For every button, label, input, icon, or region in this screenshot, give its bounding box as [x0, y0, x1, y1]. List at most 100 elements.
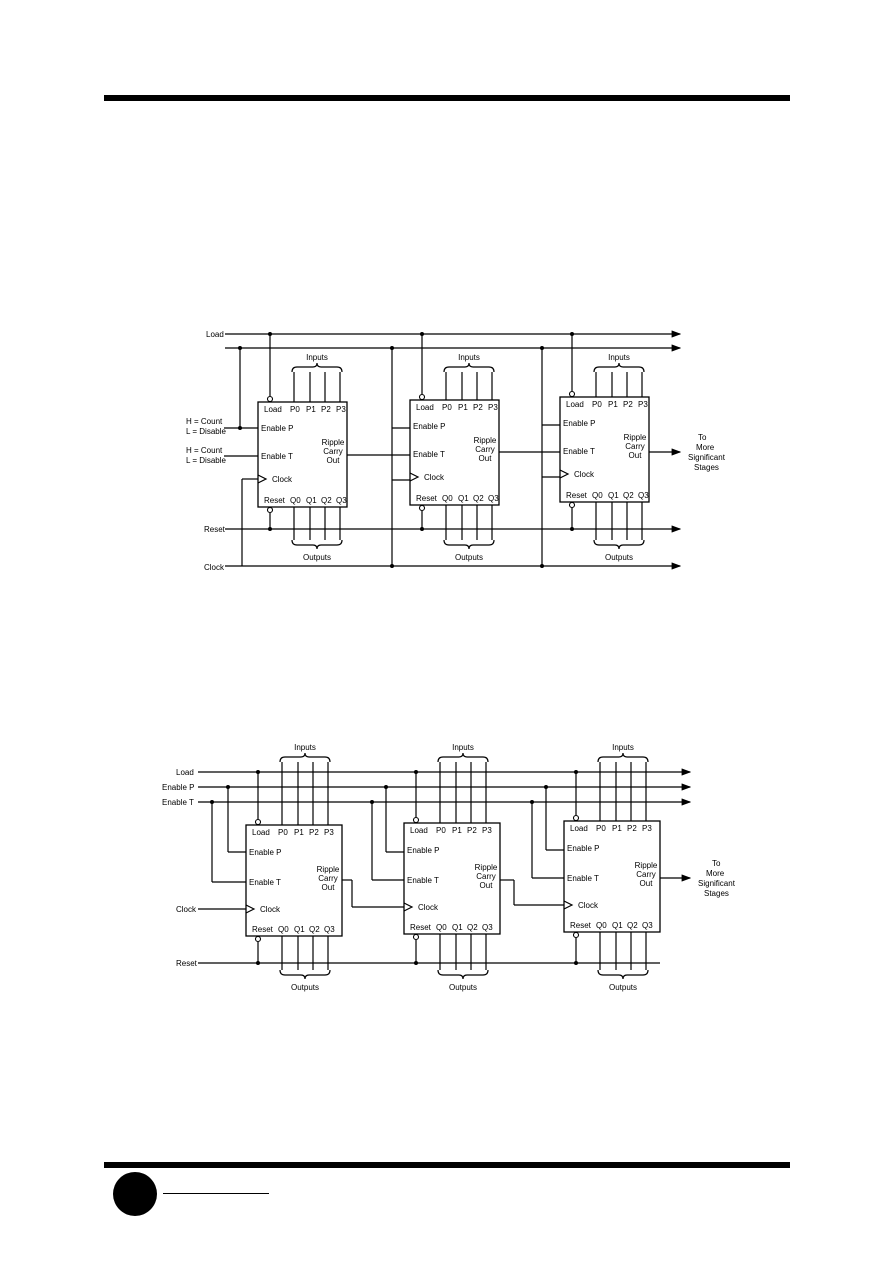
- outputs-brace: [291, 539, 343, 550]
- outputs-brace: [437, 969, 489, 980]
- pin-top-p3: P3: [642, 824, 652, 833]
- pin-top-p0: P0: [290, 405, 300, 414]
- pin-enable-p: Enable P: [413, 422, 445, 431]
- load-inversion-bubble: [572, 814, 580, 822]
- load-label: Load: [176, 768, 194, 777]
- junction-dot: [238, 346, 242, 350]
- pin-bottom-q3: Q3: [642, 921, 653, 930]
- header-rule: [104, 95, 790, 101]
- inputs-label: Inputs: [608, 353, 630, 362]
- pin-bottom-reset: Reset: [416, 494, 438, 503]
- inputs-label: Inputs: [458, 353, 480, 362]
- pin-top-p1: P1: [608, 400, 618, 409]
- carry-out-label: Out: [480, 881, 494, 890]
- reset-inversion-bubble: [568, 501, 576, 509]
- pin-bottom-reset: Reset: [252, 925, 274, 934]
- pin-bottom-q2: Q2: [467, 923, 478, 932]
- enable-p-note-1: H = Count: [186, 417, 223, 426]
- outputs-label: Outputs: [303, 553, 331, 562]
- pin-bottom-q3: Q3: [638, 491, 649, 500]
- to-more-3: Significant: [688, 453, 726, 462]
- inputs-brace: [597, 752, 649, 763]
- pin-clock: Clock: [272, 475, 293, 484]
- clock-edge-symbol: [403, 902, 414, 912]
- load-inversion-bubble: [568, 390, 576, 398]
- pin-bottom-q3: Q3: [482, 923, 493, 932]
- clock-edge-symbol: [245, 904, 256, 914]
- pin-top-p0: P0: [592, 400, 602, 409]
- inputs-brace: [593, 362, 645, 373]
- clock-edge-symbol: [563, 900, 574, 910]
- carry-out-label: Ripple: [317, 865, 340, 874]
- enable-p-note-2: L = Disable: [186, 427, 227, 436]
- pin-bottom-reset: Reset: [566, 491, 588, 500]
- pin-bottom-q3: Q3: [336, 496, 347, 505]
- pin-enable-p: Enable P: [407, 846, 439, 855]
- enable-t-note-1: H = Count: [186, 446, 223, 455]
- pin-top-p1: P1: [306, 405, 316, 414]
- pin-bottom-q1: Q1: [452, 923, 463, 932]
- load-inversion-bubble: [418, 393, 426, 401]
- carry-out-label: Out: [327, 456, 341, 465]
- pin-enable-t: Enable T: [413, 450, 445, 459]
- to-more-3: Significant: [698, 879, 736, 888]
- inputs-label: Inputs: [612, 743, 634, 752]
- pin-top-p2: P2: [627, 824, 637, 833]
- pin-top-p2: P2: [467, 826, 477, 835]
- pin-top-load: Load: [570, 824, 588, 833]
- inputs-brace: [279, 752, 331, 763]
- pin-clock: Clock: [260, 905, 281, 914]
- to-more-2: More: [706, 869, 725, 878]
- carry-out-label: Carry: [318, 874, 338, 883]
- load-inversion-bubble: [254, 818, 262, 826]
- carry-out-label: Ripple: [474, 436, 497, 445]
- reset-inversion-bubble: [254, 935, 262, 943]
- pin-clock: Clock: [574, 470, 595, 479]
- reset-label: Reset: [204, 525, 226, 534]
- pin-enable-t: Enable T: [567, 874, 599, 883]
- pin-enable-t: Enable T: [249, 878, 281, 887]
- outputs-brace: [443, 539, 495, 550]
- pin-top-load: Load: [566, 400, 584, 409]
- pin-top-load: Load: [252, 828, 270, 837]
- clock-edge-symbol: [409, 472, 420, 482]
- pin-top-p1: P1: [452, 826, 462, 835]
- outputs-label: Outputs: [605, 553, 633, 562]
- clock-label: Clock: [204, 563, 225, 572]
- pin-bottom-q0: Q0: [442, 494, 453, 503]
- ripple-counter-diagram: Load Enable P Enable T Clock Reset To Mo…: [162, 743, 736, 992]
- enable-t-label: Enable T: [162, 798, 194, 807]
- synchronous-counter-diagram: Load Reset Clock H = Count L = Disable H…: [186, 330, 726, 572]
- pin-enable-p: Enable P: [563, 419, 595, 428]
- pin-enable-p: Enable P: [261, 424, 293, 433]
- pin-top-p2: P2: [321, 405, 331, 414]
- inputs-brace: [443, 362, 495, 373]
- pin-bottom-q0: Q0: [596, 921, 607, 930]
- inputs-brace: [291, 362, 343, 373]
- to-more-4: Stages: [694, 463, 719, 472]
- pin-bottom-q1: Q1: [612, 921, 623, 930]
- outputs-brace: [597, 969, 649, 980]
- reset-label: Reset: [176, 959, 198, 968]
- pin-top-p0: P0: [596, 824, 606, 833]
- pin-bottom-q1: Q1: [608, 491, 619, 500]
- pin-top-p0: P0: [278, 828, 288, 837]
- outputs-label: Outputs: [449, 983, 477, 992]
- pin-top-p3: P3: [324, 828, 334, 837]
- pin-enable-p: Enable P: [249, 848, 281, 857]
- footer-rule: [104, 1162, 790, 1168]
- carry-out-label: Carry: [475, 445, 495, 454]
- pin-bottom-q2: Q2: [623, 491, 634, 500]
- reset-inversion-bubble: [572, 931, 580, 939]
- pin-bottom-q0: Q0: [592, 491, 603, 500]
- pin-top-load: Load: [416, 403, 434, 412]
- pin-bottom-q1: Q1: [294, 925, 305, 934]
- pin-bottom-q1: Q1: [306, 496, 317, 505]
- load-inversion-bubble: [266, 395, 274, 403]
- pin-top-p2: P2: [623, 400, 633, 409]
- pin-bottom-q0: Q0: [436, 923, 447, 932]
- enable-p-label: Enable P: [162, 783, 194, 792]
- to-more-4: Stages: [704, 889, 729, 898]
